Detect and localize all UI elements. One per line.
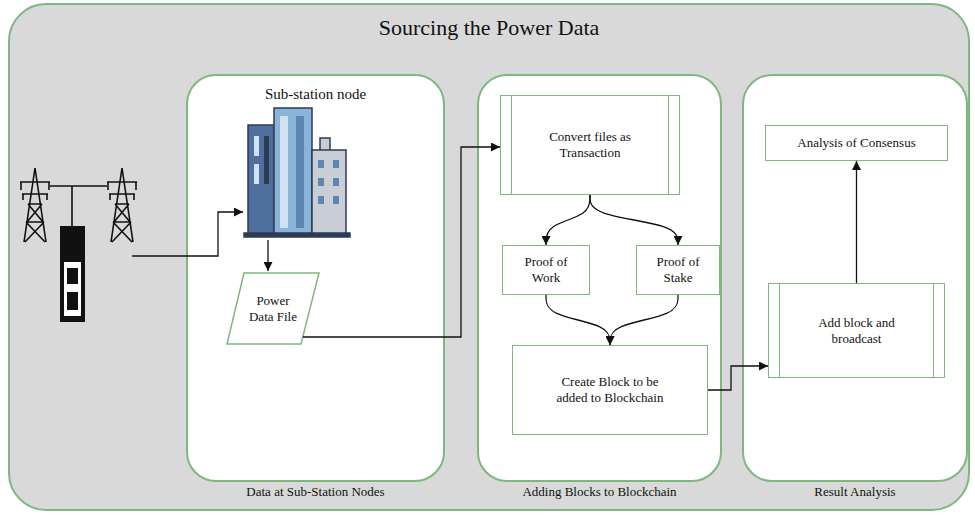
building-tower [274, 108, 312, 235]
building-spire [320, 138, 330, 152]
caption-text: Result Analysis [744, 484, 966, 500]
transformer-cell [67, 292, 78, 310]
power-wire [50, 186, 107, 226]
building-window [254, 136, 259, 156]
consensus-box: Proof of Work [502, 245, 590, 295]
body-text: Convert files as Transaction [531, 129, 649, 160]
body-text: Add block and broadcast [809, 315, 904, 346]
data-arrow [267, 240, 268, 271]
flow-connector [856, 161, 857, 283]
building-window [264, 136, 269, 184]
pylon-lattice [20, 168, 50, 242]
building-window [280, 116, 288, 228]
group-panel: Power Data FileSub-station nodeData at S… [186, 74, 445, 482]
heading-text: Sub-station node [188, 85, 443, 103]
substation-building [244, 108, 350, 237]
process-bar [668, 96, 669, 194]
process-box: Convert files as Transaction [500, 95, 680, 195]
transformer-panel [64, 262, 81, 316]
building-window [254, 164, 259, 184]
caption-text: Adding Blocks to Blockchain [479, 484, 720, 500]
group-panel: Analysis of ConsensusAdd block and broad… [742, 74, 968, 482]
flow-connector [546, 195, 590, 245]
data-parallelogram: Power Data File [226, 272, 320, 345]
building-base [244, 233, 350, 237]
pylon-insulator [21, 182, 49, 200]
pylon-insulator [108, 182, 136, 200]
process-bar [511, 96, 512, 194]
body-text: Proof of Stake [645, 254, 711, 285]
process-bar [933, 284, 934, 377]
building-window [318, 160, 324, 168]
title-text: Sourcing the Power Data [10, 15, 968, 41]
transformer-cell [67, 268, 78, 284]
transformer-body [60, 226, 85, 322]
flow-connector [303, 147, 500, 337]
group-panel: Convert files as TransactionProof of Wor… [477, 74, 722, 482]
building-left [248, 125, 274, 235]
body-text: Proof of Work [511, 254, 581, 285]
building-window [296, 116, 304, 228]
building-window [318, 178, 324, 186]
flow-connector [546, 295, 610, 345]
building-window [318, 196, 324, 204]
flow-connector [590, 195, 678, 245]
flow-connector [610, 295, 678, 345]
body-text: Analysis of Consensus [797, 135, 915, 151]
parallelogram-shape [227, 273, 319, 344]
process-bar [779, 284, 780, 377]
block-box: Create Block to be added to Blockchain [512, 345, 708, 435]
flow-connector [708, 366, 768, 390]
process-box: Add block and broadcast [768, 283, 945, 378]
consensus-box: Proof of Stake [636, 245, 720, 295]
building-window [333, 178, 339, 186]
outer-band: Power Data File Sub-station nodeData at S… [8, 3, 970, 511]
building-window [333, 160, 339, 168]
pylon-right [107, 168, 137, 242]
transformer-unit [60, 226, 85, 322]
result-box: Analysis of Consensus [765, 125, 948, 161]
pylon-lattice [107, 168, 137, 242]
caption-text: Data at Sub-Station Nodes [188, 484, 443, 500]
body-text: Power Data File [244, 293, 302, 324]
building-right [312, 150, 346, 235]
pylon-left [20, 168, 50, 242]
feed-arrow [132, 212, 243, 256]
building-window [333, 196, 339, 204]
body-text: Create Block to be added to Blockchain [553, 374, 667, 405]
